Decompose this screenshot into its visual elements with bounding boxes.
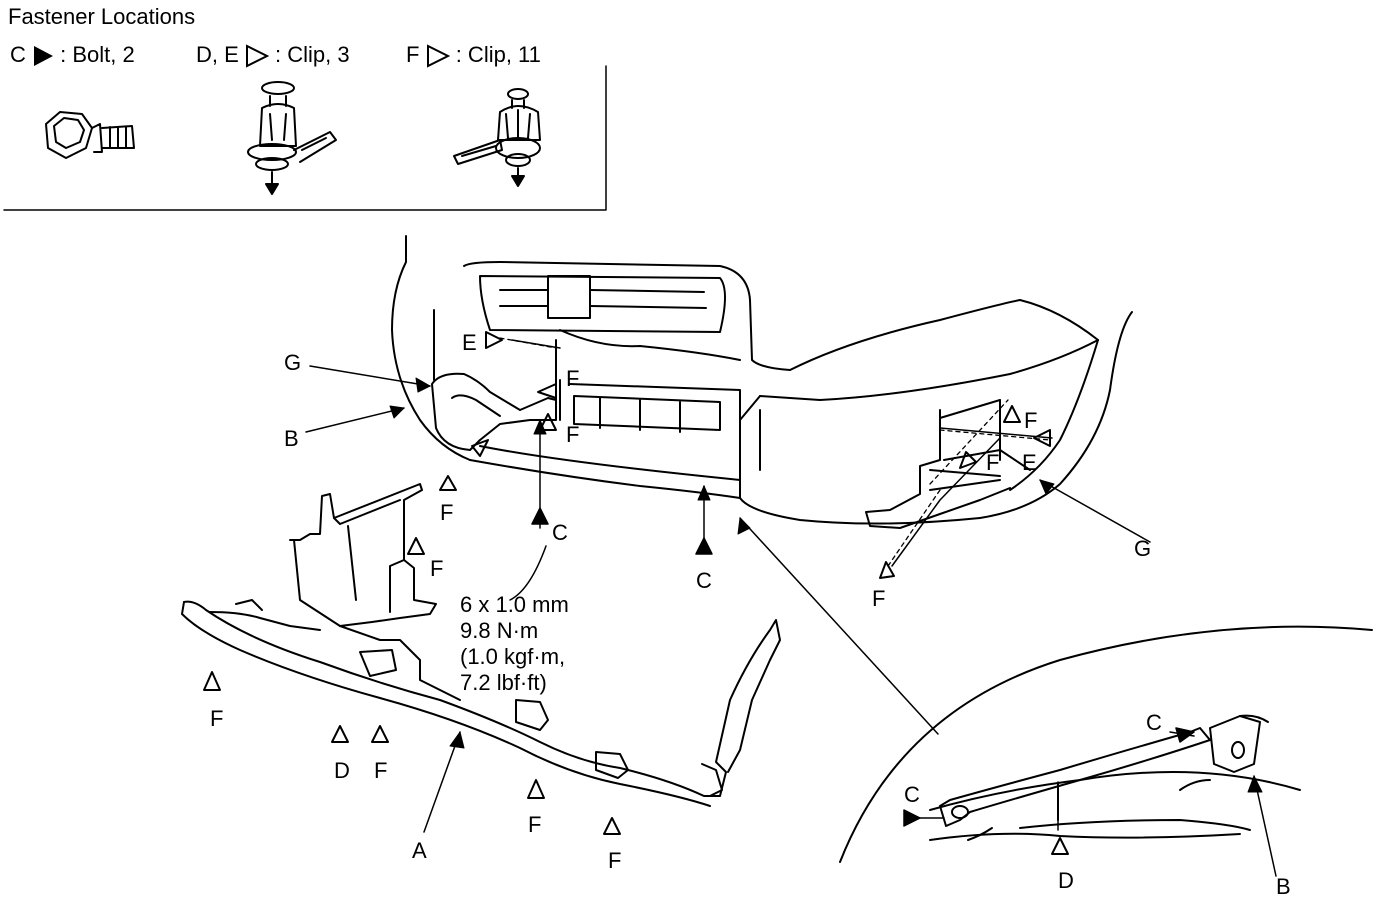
label-c-detail-2: C xyxy=(1146,710,1162,735)
label-f-mid: F xyxy=(374,758,387,783)
fastener-legend-clip-f: F : Clip, 11 xyxy=(406,44,541,68)
marker-f-11 xyxy=(959,451,977,469)
marker-f-7 xyxy=(371,725,389,743)
leader-lines xyxy=(305,339,1277,877)
vehicle-front-bumper xyxy=(391,235,1133,525)
spec-line-3: (1.0 kgf·m, xyxy=(460,644,565,669)
label-g-right: G xyxy=(1134,536,1151,561)
page-title: Fastener Locations xyxy=(8,4,196,29)
label-f-left-low: F xyxy=(210,706,223,731)
label-f-3: F xyxy=(440,500,453,525)
label-g-left: G xyxy=(284,350,301,375)
label-d-detail: D xyxy=(1058,868,1074,893)
torque-spec: 6 x 1.0 mm 9.8 N·m (1.0 kgf·m, 7.2 lbf·f… xyxy=(460,592,569,695)
label-c-detail-1: C xyxy=(904,782,920,807)
spec-line-2: 9.8 N·m xyxy=(460,618,538,643)
marker-d-1 xyxy=(331,725,349,743)
label-f-right-3: F xyxy=(872,586,885,611)
right-air-guide-g xyxy=(865,399,1031,529)
solid-triangle-icon xyxy=(34,46,54,67)
label-e-top: E xyxy=(462,330,477,355)
splash-shield-a xyxy=(181,483,781,807)
marker-f-9 xyxy=(603,817,621,835)
marker-c-detail-1 xyxy=(903,809,921,827)
label-e-right: E xyxy=(1022,450,1037,475)
spec-line-1: 6 x 1.0 mm xyxy=(460,592,569,617)
label-b-left: B xyxy=(284,426,299,451)
marker-f-4 xyxy=(439,475,457,491)
marker-f-3 xyxy=(471,439,489,457)
spec-line-4: 7.2 lbf·ft) xyxy=(460,670,547,695)
label-b-detail: B xyxy=(1276,874,1291,899)
label-d: D xyxy=(334,758,350,783)
fastener-text: : Clip, 11 xyxy=(455,42,541,67)
label-f-bottom-2: F xyxy=(608,848,621,873)
triangle-markers xyxy=(203,331,1069,855)
marker-f-10 xyxy=(1003,405,1021,423)
marker-f-12 xyxy=(879,561,895,579)
fastener-code: F xyxy=(406,42,420,67)
legend-frame xyxy=(3,65,607,211)
push-clip-icon xyxy=(247,81,337,195)
label-f-4: F xyxy=(430,556,443,581)
open-triangle-icon xyxy=(245,44,269,68)
marker-c-1 xyxy=(531,507,549,525)
label-c-2: C xyxy=(696,568,712,593)
marker-f-6 xyxy=(203,671,221,691)
marker-e-right xyxy=(1033,429,1051,447)
marker-c-detail-2 xyxy=(1175,727,1195,743)
solid-markers xyxy=(531,507,1195,827)
label-c-1: C xyxy=(552,520,568,545)
dotted-leaders xyxy=(499,337,1051,567)
marker-c-2 xyxy=(695,537,713,555)
label-f-right-2: F xyxy=(986,450,999,475)
marker-f-5 xyxy=(407,537,425,555)
label-f-2: F xyxy=(566,422,579,447)
fastener-code: D, E xyxy=(196,42,239,67)
fastener-text: : Clip, 3 xyxy=(275,42,350,67)
marker-e-top xyxy=(485,331,503,349)
marker-f-1 xyxy=(537,383,557,399)
label-f-bottom-1: F xyxy=(528,812,541,837)
screw-clip-icon xyxy=(453,88,541,187)
fastener-code: C xyxy=(10,42,26,67)
bolt-icon xyxy=(45,111,135,159)
marker-d-detail xyxy=(1051,837,1069,855)
callout-labels: G B E F F F F C C F F E G F F D F A F F … xyxy=(210,330,1291,899)
fastener-text: : Bolt, 2 xyxy=(60,42,135,67)
open-triangle-icon xyxy=(426,44,450,68)
marker-f-2 xyxy=(539,413,557,431)
marker-f-8 xyxy=(527,779,545,799)
label-f-right-1: F xyxy=(1024,408,1037,433)
label-a: A xyxy=(412,838,427,863)
detail-circle xyxy=(839,625,1373,863)
label-f-1: F xyxy=(566,366,579,391)
fastener-legend-clip-de: D, E : Clip, 3 xyxy=(196,44,350,68)
fastener-legend-bolt: C : Bolt, 2 xyxy=(10,44,135,67)
